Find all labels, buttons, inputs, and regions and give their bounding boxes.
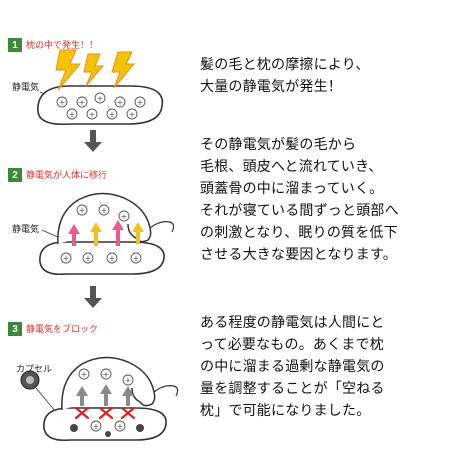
- head-silhouette: [61, 356, 156, 411]
- pillow-shape-3: [43, 407, 167, 442]
- paragraph-1: 髪の毛と枕の摩擦により、 大量の静電気が発生！: [200, 57, 370, 95]
- charge-marks-1: [56, 92, 146, 120]
- paragraph-2: その静電気が髪の毛から 毛根、頭皮へと流れていき、 頭蓋骨の中に溜まっていく。 …: [200, 137, 399, 263]
- head-illustration-3: + + + + +: [20, 356, 179, 442]
- down-arrow-icon: [84, 286, 102, 308]
- plus-sign: +: [89, 110, 96, 119]
- pillow-illustration-1: + + + + + + + + +: [37, 49, 164, 126]
- plus-sign: +: [133, 254, 140, 263]
- blocked-arrows-icon: [76, 384, 134, 406]
- paragraph-3: ある程度の静電気は人間にと って必要なもの。あくまで枕 の中に溜まる過剰な静電気…: [200, 315, 385, 419]
- plus-sign: +: [93, 422, 100, 431]
- pillow-capsules-icon: [70, 424, 144, 437]
- plus-sign: +: [117, 422, 124, 431]
- static-label-2: 静電気: [12, 225, 40, 235]
- plus-sign: +: [63, 254, 70, 263]
- step-3-title: 静電気をブロック: [26, 325, 99, 335]
- upward-arrows-icon: [68, 220, 144, 246]
- block-x-icon: [74, 406, 136, 420]
- plus-sign: +: [97, 94, 104, 103]
- capsule-label: カプセル: [16, 365, 53, 375]
- plus-sign: +: [85, 254, 92, 263]
- plus-sign: +: [79, 98, 86, 107]
- step-1-badge: 1: [8, 38, 22, 52]
- pillow-shape-2: [39, 241, 165, 276]
- charge-marks-3: [78, 368, 134, 432]
- plus-sign: +: [81, 370, 88, 379]
- head-illustration-2: + + + + + + +: [39, 192, 175, 276]
- step-2-badge: 2: [8, 168, 22, 182]
- step-2-title: 静電気が人体に移行: [26, 171, 108, 181]
- charge-marks-2: [60, 204, 142, 264]
- plus-sign: +: [125, 376, 132, 385]
- plus-sign: +: [109, 110, 116, 119]
- plus-sign: +: [137, 98, 144, 107]
- step-1-title: 枕の中で発生！！: [26, 41, 99, 51]
- plus-sign: +: [69, 110, 76, 119]
- static-label-1: 静電気: [12, 83, 40, 93]
- lightning-icon: [55, 49, 136, 91]
- plus-sign: +: [59, 98, 66, 107]
- capsule-icon: [20, 370, 40, 390]
- plus-sign: +: [103, 370, 110, 379]
- plus-sign: +: [129, 110, 136, 119]
- plus-sign: +: [101, 206, 108, 215]
- plus-sign: +: [121, 212, 128, 221]
- plus-sign: +: [109, 254, 116, 263]
- plus-sign: +: [79, 206, 86, 215]
- step-3-badge: 3: [8, 322, 22, 336]
- down-arrow-icon: [84, 130, 102, 152]
- plus-sign: +: [117, 98, 124, 107]
